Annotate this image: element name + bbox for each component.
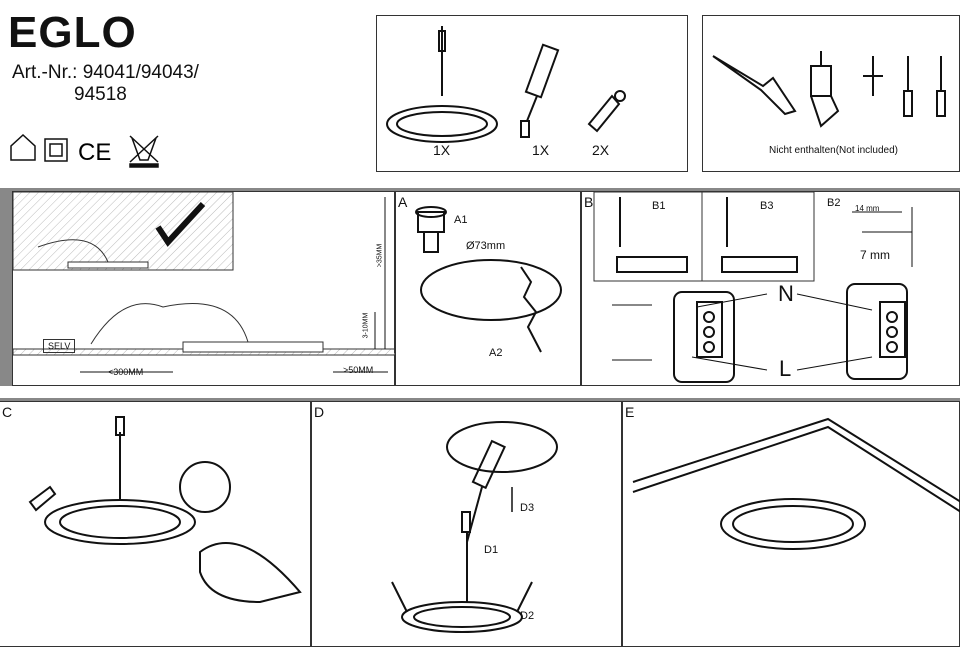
drill-icon [810, 51, 840, 128]
included-parts-panel: 1X 1X 2X [376, 15, 688, 172]
step-label: D2 [520, 610, 535, 622]
article-number: Art.-Nr.: 94041/94043/ 94518 [12, 62, 199, 106]
section-letter: B [584, 194, 594, 210]
downlight-clip-drawing [28, 416, 196, 545]
qty-clip: 2X [592, 142, 610, 158]
article-numbers-2: 94518 [74, 84, 127, 105]
section-letter: E [625, 404, 635, 420]
neutral-label: N [778, 281, 794, 306]
downlight-install-drawing [391, 581, 533, 633]
house-icon [10, 133, 36, 161]
distance-label: >50MM [343, 365, 374, 375]
step-label: A2 [489, 347, 503, 359]
qty-light: 1X [433, 142, 451, 158]
strip-length: 14 mm [855, 204, 880, 213]
saw-icon [712, 55, 797, 116]
section-d-panel: D D3 D1 D2 [311, 401, 622, 647]
hole-saw-drawing [415, 206, 447, 253]
article-numbers-1: 94041/94043/ [82, 62, 199, 83]
screw-icon [863, 56, 883, 96]
step-label: B3 [760, 200, 774, 212]
section-letter: D [314, 404, 325, 420]
installation-clearance-panel: SELV <300MM >50MM >35MM 3-10MM [12, 191, 396, 386]
brand-logo: EGLO [8, 8, 137, 57]
step-label: D1 [484, 544, 499, 556]
step-label: B1 [652, 200, 666, 212]
driver-b1 [616, 197, 688, 273]
ceiling-driver-drawing [446, 421, 558, 602]
qty-driver: 1X [532, 142, 550, 158]
screwdriver-phillips-icon [936, 56, 946, 117]
spring-clip-drawing [587, 90, 626, 133]
step-label: A1 [454, 214, 468, 226]
light-side-view [182, 341, 324, 353]
divider [0, 398, 960, 401]
section-b-panel: B B1 B3 B2 14 mm 7 mm N L [581, 191, 960, 386]
certification-symbols: CE [10, 133, 159, 168]
distance-label: <300MM [108, 367, 144, 377]
terminal-right [846, 283, 908, 380]
ceiling-correct-inset [13, 192, 234, 271]
section-a-panel: A A1 Ø73mm A2 [395, 191, 581, 386]
downlight-drawing [386, 26, 498, 143]
screwdriver-flat-icon [903, 56, 913, 117]
section-e-panel: E [622, 401, 960, 647]
selv-label: SELV [43, 339, 76, 353]
section-c-panel: C [0, 401, 311, 647]
driver-b3 [721, 197, 798, 273]
weee-bin-icon [129, 135, 159, 168]
ceiling-finished-drawing [632, 417, 960, 550]
checkmark-icon [155, 201, 206, 247]
class-ii-icon [44, 138, 68, 162]
divider [0, 191, 12, 386]
ceiling-cutout-drawing [420, 259, 562, 353]
clip-detail-drawing [179, 461, 302, 604]
section-letter: C [2, 404, 13, 420]
step-label: D3 [520, 502, 535, 514]
terminal-left [673, 291, 735, 383]
step-label: B2 [827, 197, 841, 209]
strip-length: 7 mm [860, 248, 890, 262]
svg-text:CE: CE [78, 139, 111, 166]
divider [0, 188, 960, 191]
live-label: L [779, 356, 792, 381]
section-letter: A [398, 194, 408, 210]
height-label: 3-10MM [362, 312, 370, 339]
height-label: >35MM [376, 243, 384, 268]
not-included-panel: Nicht enthalten(Not included) [702, 15, 960, 172]
article-label: Art.-Nr.: [12, 62, 78, 83]
diameter-label: Ø73mm [466, 240, 506, 252]
driver-drawing [520, 43, 560, 138]
not-included-text: Nicht enthalten(Not included) [769, 145, 898, 156]
ce-mark: CE [78, 139, 111, 166]
